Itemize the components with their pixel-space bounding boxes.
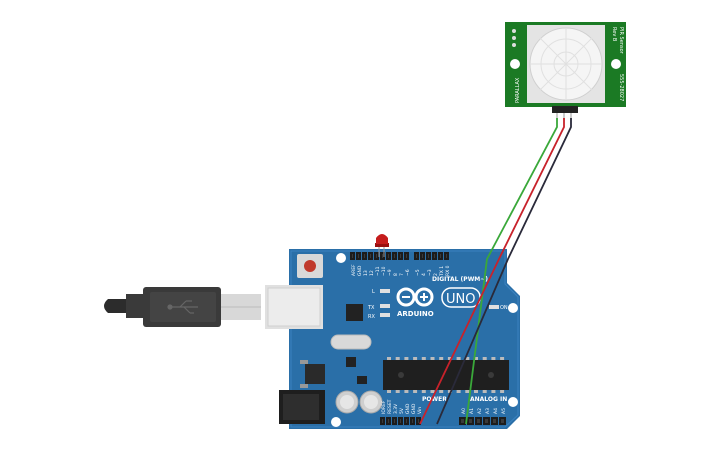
digital-pin-label: ~10 <box>381 266 387 276</box>
power-pin-label: 3.3V <box>393 403 399 414</box>
small-chip <box>346 357 356 367</box>
usb-cable[interactable] <box>104 287 261 327</box>
regulator <box>305 364 325 384</box>
analog-pin-label: A4 <box>493 408 499 414</box>
analog-pin-label: A0 <box>461 408 467 414</box>
digital-header-label: DIGITAL (PWM~) <box>432 276 488 283</box>
tx-label: TX <box>367 305 375 311</box>
l-led <box>380 289 390 293</box>
mounting-hole <box>508 303 518 313</box>
power-pin-label: RESET <box>387 399 393 414</box>
digital-pin-label: 2 <box>433 273 439 276</box>
usb-cable-tail <box>104 299 128 313</box>
digital-pin-label: 7 <box>399 273 405 276</box>
power-pin-label: GND <box>405 403 411 414</box>
digital-pin-label: 8 <box>393 273 399 276</box>
analog-label: ANALOG IN <box>470 396 507 403</box>
reset-button[interactable] <box>297 254 323 278</box>
arduino-logo-icon <box>396 287 434 307</box>
digital-pin-label: 12 <box>369 270 375 276</box>
usb-cable-strain-relief <box>126 294 148 318</box>
wires[interactable] <box>419 118 572 425</box>
digital-pin-label: AREF <box>351 264 357 276</box>
led-body <box>376 234 388 244</box>
digital-pin-label: GND <box>357 265 363 276</box>
usb-symbol-icon <box>167 300 198 314</box>
sensor-hole <box>510 59 520 69</box>
digital-pin-label: TX 1 <box>439 266 445 277</box>
on-led <box>489 305 499 309</box>
analog-header[interactable] <box>459 417 506 425</box>
mounting-hole <box>336 253 346 263</box>
analog-pin-label: A5 <box>501 408 507 414</box>
digital-pin-label: ~9 <box>387 269 393 276</box>
power-pin-label: Vin <box>417 407 423 414</box>
digital-pin-label: ~11 <box>375 266 381 276</box>
power-pin-label: IOREF <box>381 400 387 414</box>
sensor-header <box>552 106 578 113</box>
sensor-hole <box>611 59 621 69</box>
wire-vcc[interactable] <box>465 118 558 425</box>
power-pin-label: 5V <box>399 407 405 414</box>
wire-signal[interactable] <box>436 118 572 425</box>
rx-label: RX <box>368 314 375 320</box>
pir-sensor[interactable]: PIR Sensor Rev B 555-28027 PARALLAX <box>505 22 626 120</box>
rx-led <box>380 313 390 317</box>
wire-gnd[interactable] <box>419 118 565 425</box>
analog-pin-label: A1 <box>469 408 475 414</box>
small-chip <box>357 376 367 384</box>
digital-pin-label: ~5 <box>415 269 421 276</box>
atmega-chip <box>383 357 509 393</box>
mounting-hole <box>508 397 518 407</box>
red-led[interactable] <box>375 234 389 257</box>
l-label: L <box>372 289 375 295</box>
brand-label: ARDUINO <box>397 310 434 318</box>
crystal-oscillator <box>330 334 372 350</box>
usb-b-connector <box>265 285 323 329</box>
power-label: POWER <box>422 396 447 403</box>
mounting-hole <box>331 417 341 427</box>
analog-pin-label: A3 <box>485 408 491 414</box>
digital-header[interactable] <box>350 252 449 260</box>
tx-led <box>380 304 390 308</box>
sensor-rev: Rev B <box>611 27 617 42</box>
sensor-part-number: 555-28027 <box>618 74 624 101</box>
digital-pin-label: RX 0 <box>445 265 451 276</box>
power-pin-label: GND <box>411 403 417 414</box>
model-label: UNO <box>446 292 475 307</box>
power-jack <box>279 390 325 424</box>
digital-pin-label: ~6 <box>405 269 411 276</box>
sensor-title: PIR Sensor <box>618 27 624 55</box>
digital-pin-label: 13 <box>363 270 369 276</box>
usb-chip <box>346 304 363 321</box>
digital-pin-label: ~3 <box>427 269 433 276</box>
sensor-maker: PARALLAX <box>515 77 521 103</box>
power-header[interactable] <box>380 417 421 425</box>
digital-pin-label: 4 <box>421 273 427 276</box>
on-label: ON <box>500 305 508 311</box>
analog-pin-label: A2 <box>477 408 483 414</box>
